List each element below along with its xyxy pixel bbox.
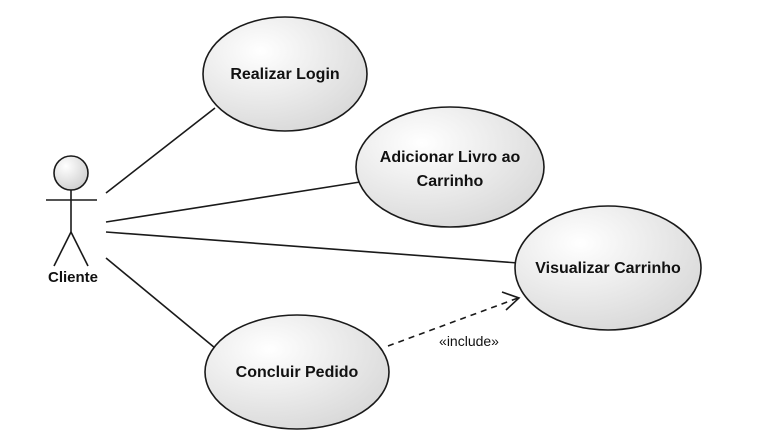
use-case-label: Realizar Login bbox=[230, 66, 339, 83]
association-login bbox=[105, 107, 216, 194]
use-case-label-line-1: Adicionar Livro ao bbox=[380, 149, 521, 166]
use-case-visualizar-carrinho[interactable]: Visualizar Carrinho bbox=[514, 205, 702, 331]
association-adicionar bbox=[105, 181, 361, 223]
use-case-label-line-2: Carrinho bbox=[417, 173, 484, 190]
association-concluir bbox=[105, 257, 216, 349]
actor-cliente[interactable]: Cliente bbox=[46, 155, 98, 286]
include-label: «include» bbox=[439, 333, 499, 349]
actor-right-leg bbox=[70, 231, 89, 267]
actor-head bbox=[53, 155, 89, 191]
use-case-label: Concluir Pedido bbox=[236, 364, 359, 381]
include-dependency-line bbox=[387, 297, 519, 347]
use-case-ellipse bbox=[355, 106, 545, 228]
actor-left-leg bbox=[53, 231, 72, 267]
use-case-ellipse bbox=[202, 16, 368, 132]
use-case-adicionar-livro[interactable]: Adicionar Livro ao Carrinho bbox=[355, 106, 545, 228]
use-case-label: Visualizar Carrinho bbox=[535, 260, 681, 277]
use-case-concluir-pedido[interactable]: Concluir Pedido bbox=[204, 314, 390, 430]
use-case-ellipse bbox=[514, 205, 702, 331]
use-case-realizar-login[interactable]: Realizar Login bbox=[202, 16, 368, 132]
association-visualizar bbox=[105, 231, 519, 264]
actor-label: Cliente bbox=[48, 269, 98, 286]
use-case-ellipse bbox=[204, 314, 390, 430]
include-arrowhead bbox=[501, 291, 521, 311]
